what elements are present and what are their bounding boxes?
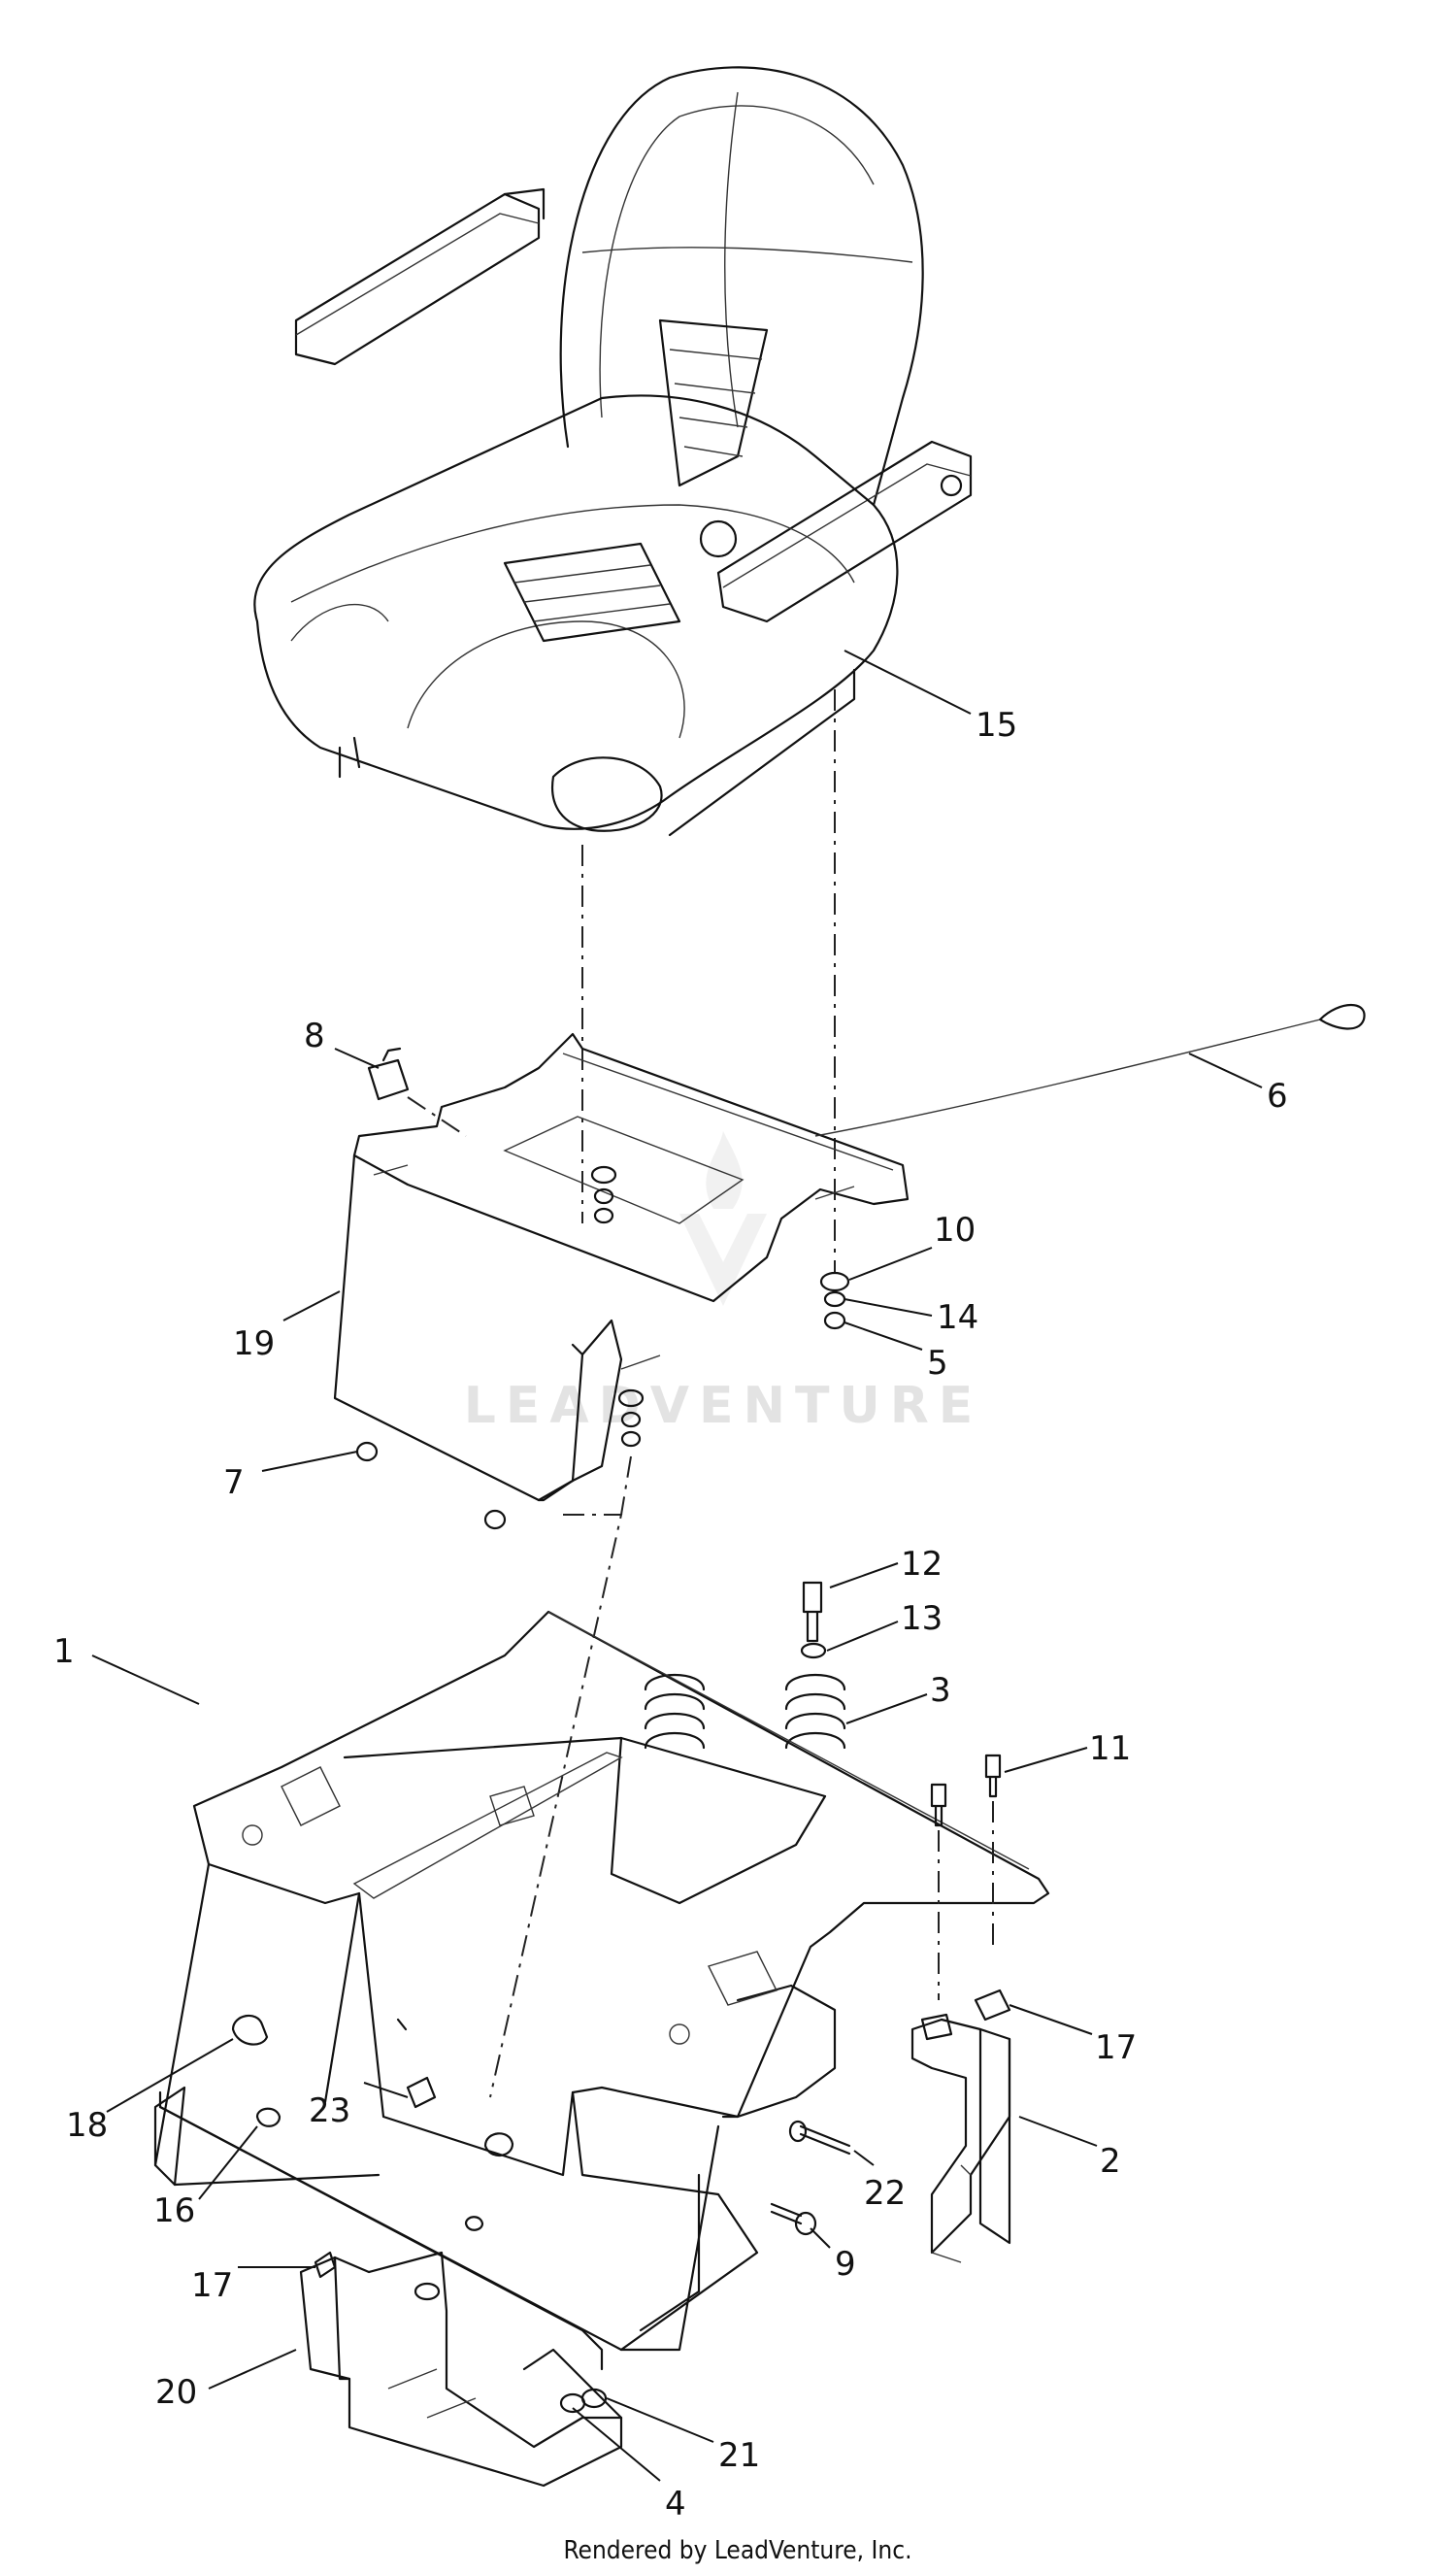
callouts: 15 8 6 10 14 5 19 7 12 13 3 11 1 17 18 2…: [53, 650, 1288, 2524]
callout-23: 23: [309, 2091, 350, 2130]
callout-16: 16: [153, 2191, 195, 2230]
callout-7: 7: [223, 1463, 245, 1502]
callout-13: 13: [901, 1599, 943, 1638]
callout-14: 14: [937, 1298, 978, 1337]
callout-2: 2: [1100, 2142, 1121, 2181]
spring-part-3: [644, 1581, 846, 1750]
callout-8: 8: [304, 1017, 325, 1055]
callout-20: 20: [155, 2373, 197, 2412]
footer-credit: Rendered by LeadVenture, Inc.: [563, 2536, 911, 2565]
watermark-logo: [679, 1131, 767, 1306]
callout-17b: 17: [191, 2266, 233, 2305]
bracket-part-2: [910, 1989, 1011, 2263]
callout-10: 10: [934, 1211, 976, 1250]
callout-3: 3: [930, 1671, 951, 1710]
callout-17: 17: [1095, 2028, 1137, 2067]
callout-1: 1: [53, 1632, 75, 1671]
main-frame-part-1: [153, 1610, 1050, 2371]
seat-plate-part-19: [333, 1004, 1366, 1530]
callout-19: 19: [233, 1324, 275, 1363]
callout-22: 22: [864, 2174, 906, 2213]
callout-21: 21: [718, 2436, 760, 2475]
callout-9: 9: [835, 2245, 856, 2284]
callout-15: 15: [976, 706, 1017, 745]
seat-part-15: [253, 66, 973, 837]
callout-18: 18: [66, 2106, 108, 2145]
callout-5: 5: [927, 1344, 948, 1383]
callout-6: 6: [1267, 1077, 1288, 1116]
callout-11: 11: [1089, 1729, 1131, 1768]
bracket-part-20: [299, 2251, 623, 2488]
hardware: [231, 1754, 1002, 2236]
watermark-text: LEADVENTURE: [464, 1377, 983, 1435]
callout-12: 12: [901, 1545, 943, 1584]
callout-4: 4: [665, 2485, 686, 2524]
